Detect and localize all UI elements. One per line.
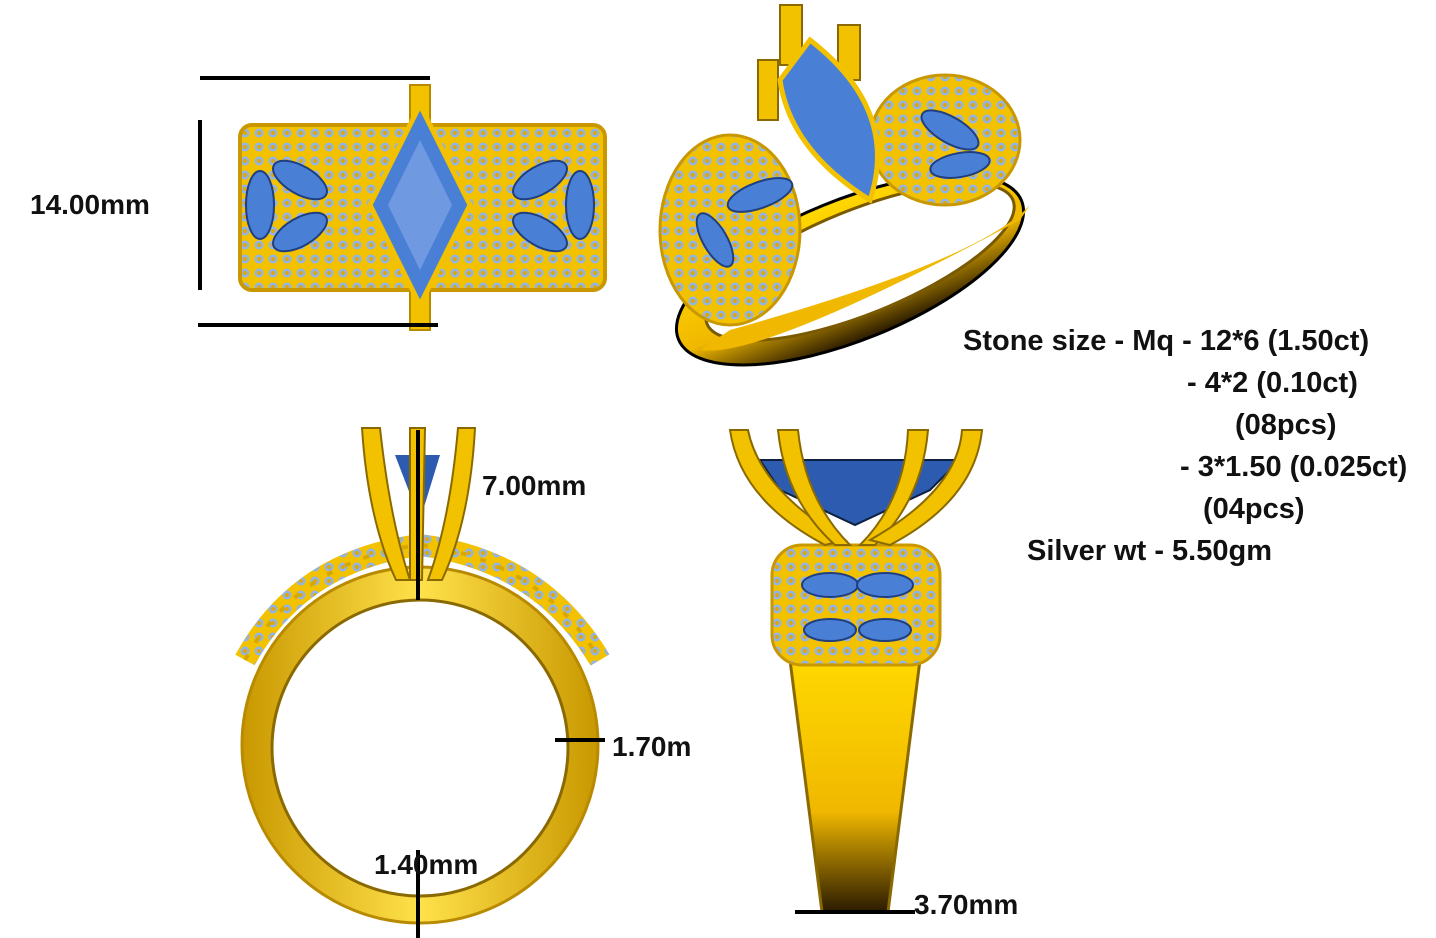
shank-bottom-dimension-label: 1.40mm [374, 849, 479, 880]
shank-width-dimension-label: 3.70mm [914, 889, 1019, 920]
shank-side-dimension-label: 1.70m [612, 731, 692, 762]
width-dimension-label: 14.00mm [30, 189, 150, 220]
stone-3-spec: - 3*1.50 (0.025ct) [1180, 451, 1408, 483]
perspective-view [658, 4, 1030, 367]
prong-height-dimension-label: 7.00mm [482, 470, 587, 501]
side-view [235, 427, 610, 938]
stone-2-count: (08pcs) [1235, 409, 1337, 441]
stone-2-spec: - 4*2 (0.10ct) [1187, 367, 1358, 399]
silver-weight-spec: Silver wt - 5.50gm [1027, 535, 1272, 567]
stone-3-count: (04pcs) [1203, 493, 1305, 525]
top-view [198, 76, 607, 331]
front-view [728, 429, 984, 914]
stone-size-spec: Stone size - Mq - 12*6 (1.50ct) [963, 325, 1370, 357]
